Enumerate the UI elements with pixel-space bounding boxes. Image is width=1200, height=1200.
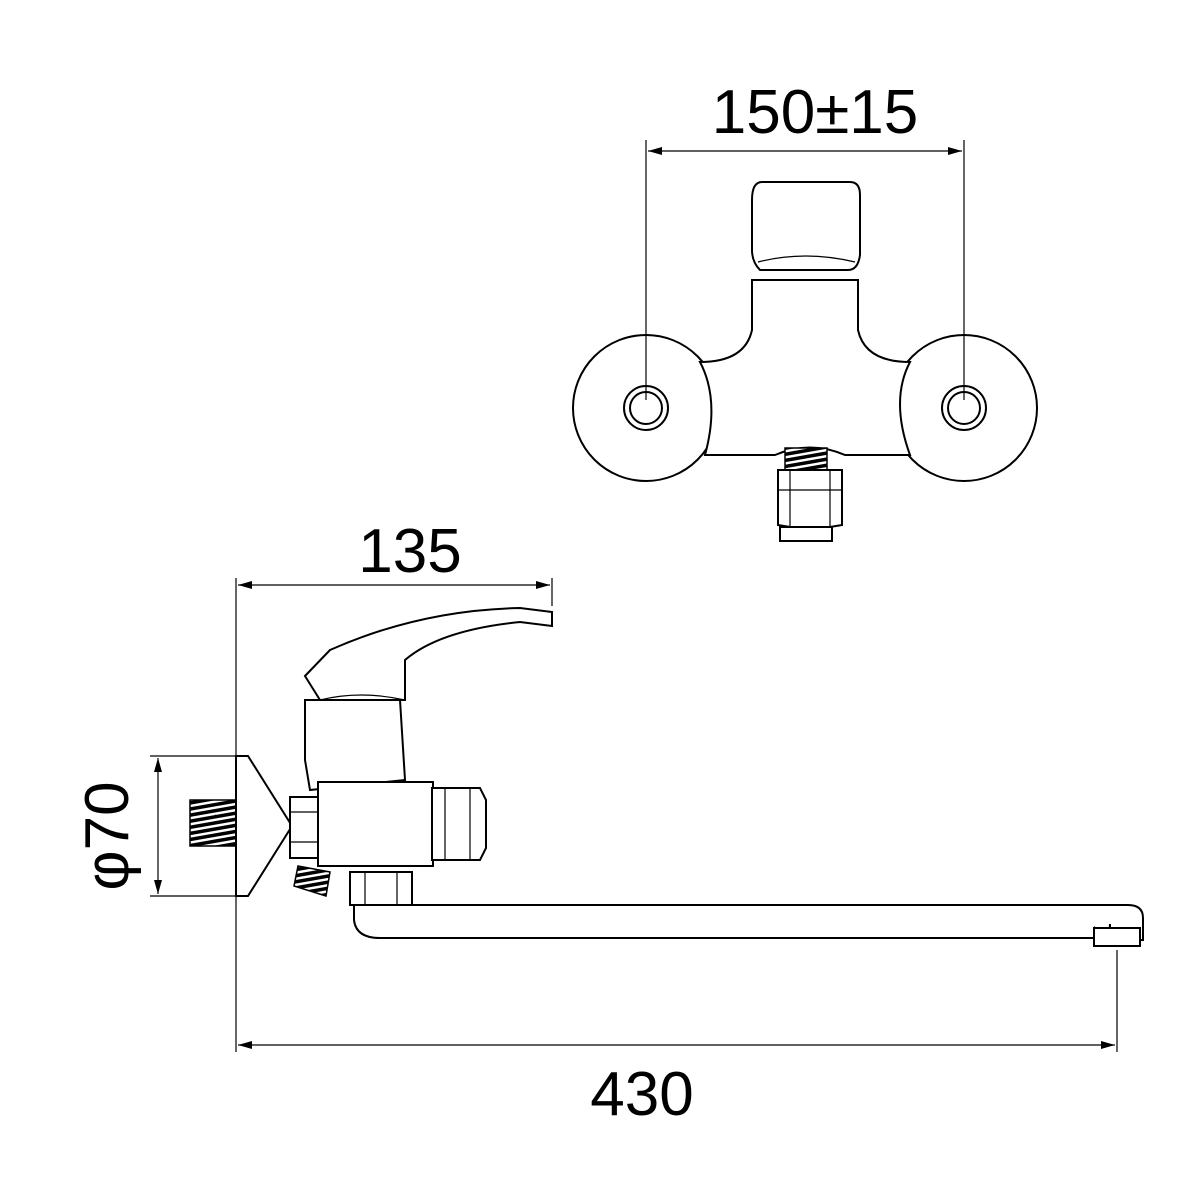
hex-nut-facets xyxy=(290,811,318,843)
inlet-thread xyxy=(189,799,239,847)
diverter-cap xyxy=(431,787,487,861)
spout-nut xyxy=(349,871,413,906)
side-view: 135 φ70 430 xyxy=(73,517,1144,1129)
eccentric-thread xyxy=(293,865,331,897)
mixer-body xyxy=(698,279,912,456)
diverter-body xyxy=(317,781,434,867)
spacing-dimension-label: 150±15 xyxy=(712,78,918,147)
diverter-cap-facets xyxy=(444,788,471,860)
flange-diameter-label: φ70 xyxy=(73,781,142,890)
top-handle xyxy=(751,181,861,271)
outlet-tip xyxy=(779,526,833,542)
lever-handle xyxy=(303,606,553,701)
outlet-nut-facets xyxy=(778,470,842,527)
lever-base-line xyxy=(319,694,406,701)
handle-base-line xyxy=(757,255,856,263)
outlet-thread xyxy=(784,447,828,471)
aerator xyxy=(1093,927,1141,947)
outlet-nut xyxy=(777,469,843,528)
spout-nut-facets xyxy=(364,872,398,905)
valve-body xyxy=(304,699,407,792)
overall-length-label: 430 xyxy=(590,1060,693,1129)
top-view: 150±15 xyxy=(572,78,1038,542)
handle-dimension-label: 135 xyxy=(358,517,461,586)
hex-nut xyxy=(289,796,319,859)
flange xyxy=(235,755,294,897)
spout xyxy=(353,904,1144,941)
